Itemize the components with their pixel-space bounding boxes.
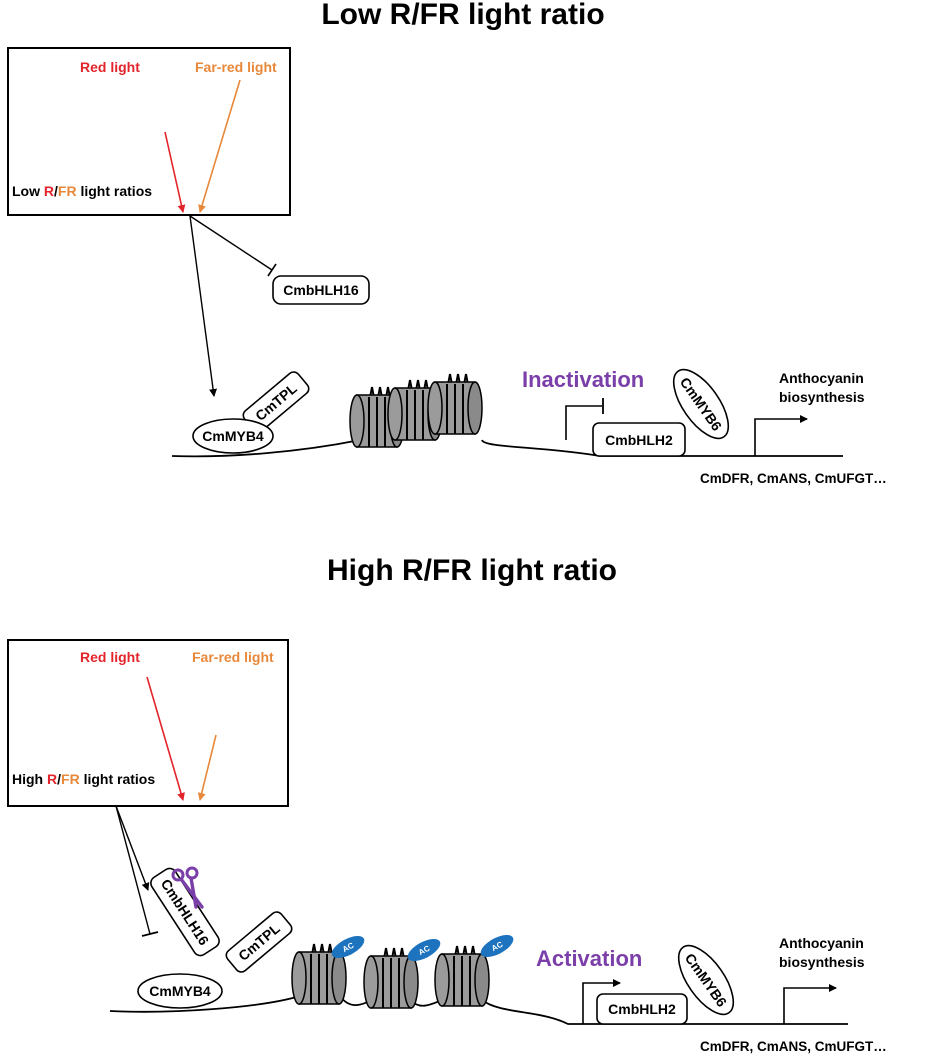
high-red-light-label: Red light [80, 649, 140, 665]
high-title: High R/FR light ratio [327, 554, 617, 587]
high-cmbhlh2-label: CmbHLH2 [608, 1001, 676, 1017]
low-far-red-arrow [198, 79, 241, 213]
high-light-box [7, 639, 289, 807]
low-panel: Low R/FR light ratio Red light Far-red l… [7, 0, 887, 486]
low-state-label: Inactivation [522, 367, 644, 392]
low-promoter-inhibited [565, 405, 602, 440]
low-light-box [7, 47, 291, 216]
high-ac-mark-1: AC [331, 935, 365, 959]
high-state-label: Activation [536, 946, 642, 971]
high-cmbhlh16: CmbHLH16 [150, 867, 220, 957]
high-ratio-label: High R/FR light ratios [12, 771, 155, 787]
high-cmmyb4-label: CmMYB4 [149, 983, 211, 999]
low-output-line1: Anthocyanin [779, 370, 864, 386]
low-dna-line [171, 439, 843, 458]
low-far-red-light-label: Far-red light [195, 59, 277, 75]
high-cmbhlh2-box [596, 993, 688, 1025]
low-cmmyb4-ellipse [192, 418, 274, 454]
low-cmbhlh2-label: CmbHLH2 [605, 432, 673, 448]
low-cmbhlh2-box [592, 422, 686, 457]
low-output-arrow [754, 415, 808, 456]
low-genes-label: CmDFR, CmANS, CmUFGT… [700, 471, 887, 486]
high-cmmyb4-ellipse [137, 973, 223, 1009]
high-activate-bhlh16-arrow [115, 805, 150, 891]
high-far-red-arrow [197, 734, 217, 801]
scissors-icon [171, 866, 204, 909]
low-title: Low R/FR light ratio [321, 0, 604, 31]
high-inhibit-myb4-line [115, 805, 151, 935]
high-cmtpl: CmTPL [225, 911, 293, 973]
low-cmbhlh16-box [272, 275, 370, 305]
high-inhibit-bar [141, 931, 159, 937]
low-inhibit-bar [267, 263, 277, 277]
low-cmmyb4-label: CmMYB4 [202, 428, 264, 444]
low-output-line2: biosynthesis [779, 389, 865, 405]
high-dna-line [109, 995, 848, 1025]
high-ac-mark-3: AC [480, 934, 514, 958]
high-panel: High R/FR light ratio Red light Far-red … [7, 554, 887, 1054]
high-output-line2: biosynthesis [779, 954, 865, 970]
low-inhibit-bhlh16-line [189, 215, 273, 271]
high-far-red-light-label: Far-red light [192, 649, 274, 665]
high-output-arrow [783, 984, 837, 1024]
low-red-arrow [164, 131, 186, 213]
high-promoter-active [582, 979, 621, 1024]
low-cmbhlh16-label: CmbHLH16 [283, 282, 359, 298]
high-genes-label: CmDFR, CmANS, CmUFGT… [700, 1039, 887, 1054]
high-ac-mark-2: AC [407, 938, 441, 962]
high-output-line1: Anthocyanin [779, 935, 864, 951]
low-red-light-label: Red light [80, 59, 140, 75]
low-activate-myb4-arrow [189, 215, 218, 397]
low-cmmyb6: CmMYB6 [672, 368, 730, 440]
high-nucleosome-3 [434, 945, 490, 1007]
high-red-arrow [146, 676, 185, 801]
low-nucleosome-3 [427, 373, 483, 435]
low-ratio-label: Low R/FR light ratios [12, 183, 152, 199]
